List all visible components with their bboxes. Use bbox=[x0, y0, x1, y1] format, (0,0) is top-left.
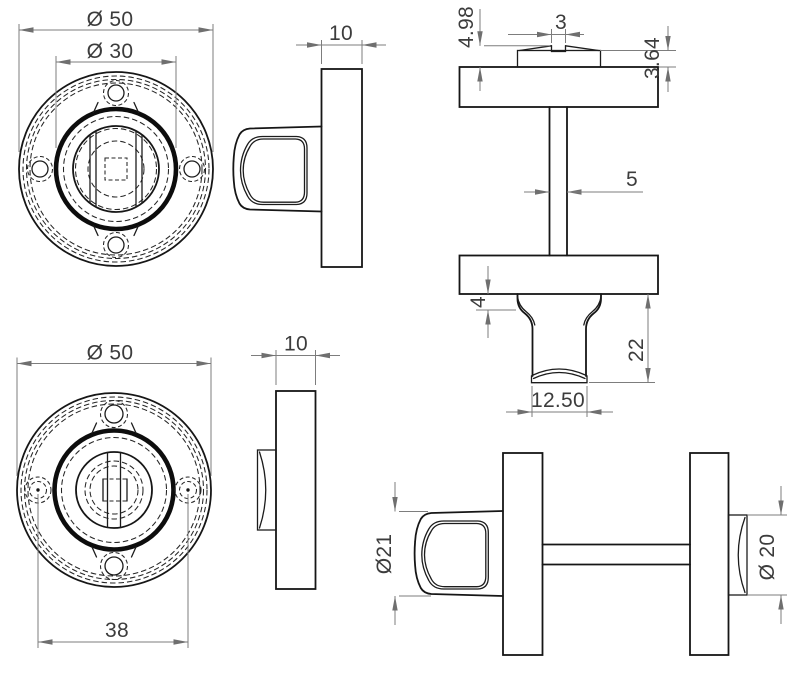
rose-outer-circle bbox=[16, 392, 212, 588]
thumbturn-wing-edges bbox=[89, 130, 143, 208]
dim-label-dia30: Ø 30 bbox=[87, 40, 134, 63]
square-spindle-hole-hidden bbox=[104, 157, 128, 181]
dim-label-dia50-bottom: Ø 50 bbox=[87, 342, 134, 365]
turn-hidden-circle bbox=[74, 127, 158, 211]
dimension-release-dia20: Ø 20 bbox=[748, 486, 787, 624]
dimension-neck-height-4: 4 bbox=[467, 266, 516, 338]
front-view-thumbturn-rose: Ø 50 Ø 30 bbox=[18, 8, 214, 267]
release-rose-side bbox=[689, 452, 730, 656]
release-button-profile bbox=[256, 449, 277, 531]
release-face-circle bbox=[75, 451, 153, 529]
dimension-spindle-width-5: 5 bbox=[524, 168, 643, 195]
rose-plate-side bbox=[275, 390, 317, 590]
boss-hidden-circle-inner bbox=[89, 465, 139, 515]
section-view-release-and-turn: 4.98 3 3.64 5 bbox=[455, 6, 676, 417]
dim-label-498: 4.98 bbox=[455, 6, 478, 48]
front-view-release-rose: Ø 50 38 bbox=[16, 342, 212, 648]
dimension-dia50-top: Ø 50 bbox=[18, 8, 214, 152]
dim-label-1250: 12.50 bbox=[531, 389, 585, 412]
turn-knob-face-inner-line bbox=[242, 138, 306, 203]
spindle-section bbox=[548, 106, 568, 257]
dim-label-38: 38 bbox=[105, 619, 129, 642]
dim-label-4: 4 bbox=[467, 296, 490, 308]
rim-hidden-circle bbox=[20, 396, 208, 584]
dimension-screw-spacing-38: 38 bbox=[37, 494, 189, 648]
dimension-thickness10-top: 10 bbox=[296, 22, 386, 64]
dim-label-thickness10-top: 10 bbox=[329, 22, 353, 45]
dim-label-364: 3.64 bbox=[641, 37, 664, 79]
side-view-thumbturn-rose: 10 bbox=[232, 22, 386, 268]
release-button-assembly bbox=[727, 514, 748, 596]
collar-ring bbox=[53, 106, 179, 232]
dimension-slot-width-3: 3 bbox=[508, 11, 584, 43]
collar-hidden-circle bbox=[60, 436, 168, 544]
collar-ring bbox=[52, 428, 176, 552]
turn-face-circle bbox=[72, 125, 160, 213]
release-button-dome-line bbox=[737, 516, 746, 594]
rose-outer-circle bbox=[18, 71, 214, 267]
rose-plate-side bbox=[320, 68, 363, 268]
spindle-boss-hidden-circle bbox=[87, 140, 145, 198]
assembly-side-view: Ø21 Ø 20 bbox=[373, 452, 787, 656]
turn-knob-assembly bbox=[413, 510, 504, 597]
dim-label-thickness10-bottom: 10 bbox=[284, 333, 308, 356]
screw-lug-lines bbox=[91, 422, 137, 558]
dimension-dia50-bottom: Ø 50 bbox=[16, 342, 212, 476]
dim-label-dia21: Ø21 bbox=[373, 534, 396, 575]
spindle-bar bbox=[541, 543, 691, 566]
dim-label-dia20: Ø 20 bbox=[756, 534, 779, 581]
screw-lug-lines bbox=[92, 101, 140, 237]
turn-rose-side bbox=[502, 452, 544, 656]
dimension-turn-dia21: Ø21 bbox=[373, 482, 431, 625]
collar-hidden-circle bbox=[62, 115, 170, 223]
turn-rose-section bbox=[458, 254, 659, 295]
turn-knob-section bbox=[516, 293, 602, 384]
release-rose-section bbox=[458, 66, 659, 108]
release-button-cap bbox=[518, 45, 600, 53]
dimension-knob-depth-22: 22 bbox=[589, 294, 655, 383]
dimension-thickness10-bottom: 10 bbox=[251, 333, 340, 385]
square-spindle-hole-hidden bbox=[102, 478, 128, 502]
dim-label-5: 5 bbox=[626, 168, 638, 191]
dimension-cap-height-364: 3.64 bbox=[600, 26, 676, 92]
screw-holes bbox=[26, 79, 206, 259]
dim-label-3: 3 bbox=[555, 11, 567, 34]
dimension-face-width-1250: 12.50 bbox=[506, 386, 613, 417]
dimension-button-height-498: 4.98 bbox=[455, 6, 550, 91]
coin-slot-edges bbox=[106, 451, 122, 529]
rim-hidden-circle bbox=[27, 403, 201, 577]
turn-knob-face-outline bbox=[239, 135, 308, 206]
turn-knob-profile bbox=[232, 125, 323, 213]
screw-holes bbox=[24, 399, 202, 581]
side-view-release-rose: 10 bbox=[251, 333, 340, 590]
release-button-base bbox=[516, 49, 602, 68]
dim-label-22: 22 bbox=[625, 338, 648, 362]
boss-hidden-circle bbox=[84, 460, 144, 520]
rim-hidden-circle bbox=[25, 78, 207, 260]
rim-hidden-circle bbox=[29, 82, 203, 256]
release-button-dome-line bbox=[258, 451, 267, 529]
rim-hidden-circle bbox=[22, 75, 210, 263]
dimension-dia30: Ø 30 bbox=[55, 40, 177, 148]
dim-label-dia50: Ø 50 bbox=[87, 8, 134, 31]
